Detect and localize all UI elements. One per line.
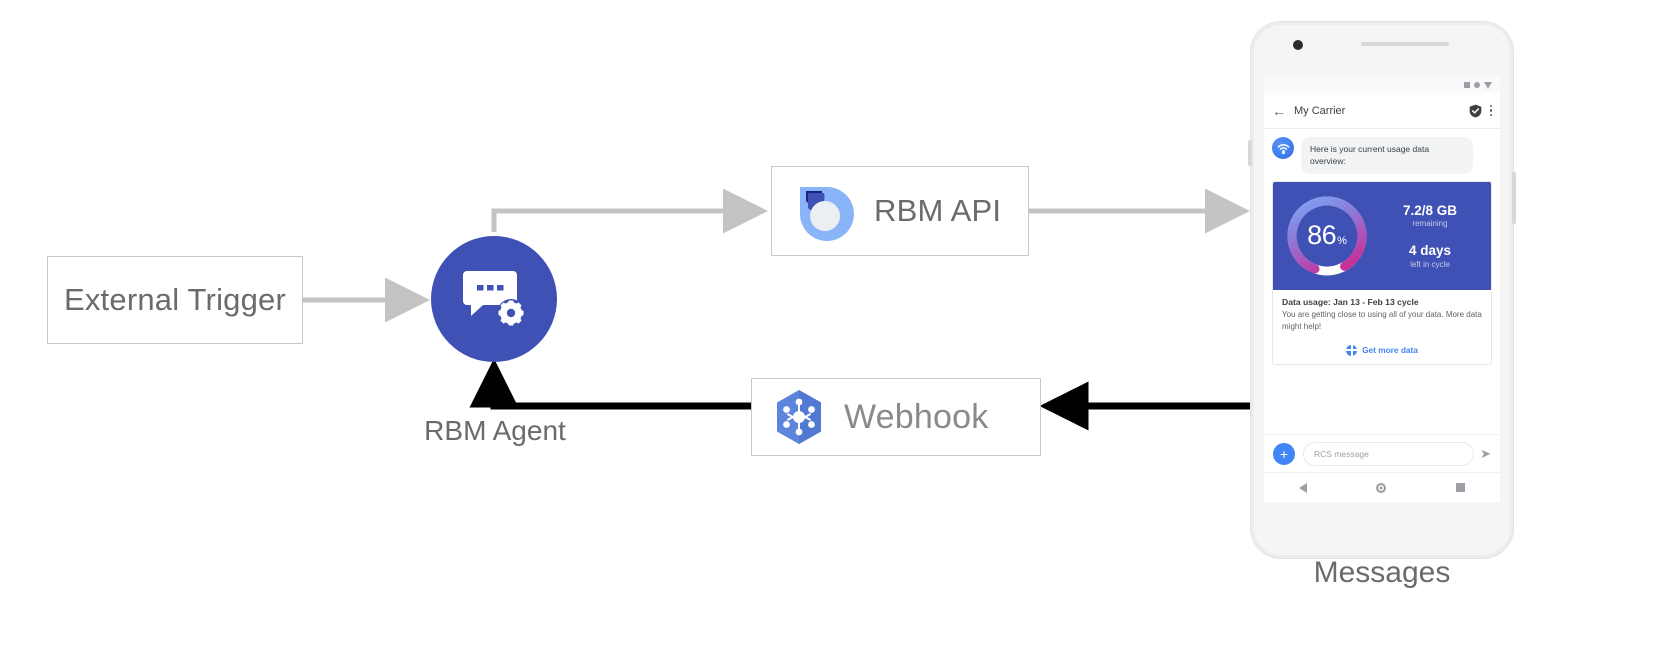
message-bubble: Here is your current usage data overview… [1301, 137, 1473, 174]
stat-secondary-value: 4 days [1408, 243, 1452, 259]
app-bar: ← My Carrier [1264, 93, 1500, 129]
external-trigger-label: External Trigger [63, 282, 287, 317]
gauge-value-group: 86 % [1281, 190, 1373, 282]
add-attachment-button[interactable]: + [1273, 442, 1295, 465]
carrier-signal-icon [1272, 137, 1294, 159]
circle-icon [1474, 82, 1480, 88]
back-arrow-icon[interactable]: ← [1272, 102, 1286, 119]
message-row: Here is your current usage data overview… [1272, 137, 1492, 174]
node-webhook[interactable]: Webhook [751, 378, 1041, 456]
conversation-panel: Here is your current usage data overview… [1264, 129, 1500, 464]
globe-icon [1346, 344, 1358, 356]
send-icon[interactable]: ➤ [1480, 445, 1491, 461]
message-input[interactable]: RCS message [1303, 441, 1475, 466]
device-phone: ← My Carrier [1248, 22, 1516, 558]
rbm-api-logo-icon [800, 186, 854, 241]
rich-card-description: You are getting close to using all of yo… [1282, 309, 1482, 331]
messages-caption: Messages [1313, 556, 1451, 589]
rich-card-body: Data usage: Jan 13 - Feb 13 cycle You ar… [1273, 290, 1491, 338]
gauge-value: 86 [1307, 220, 1337, 251]
rbm-agent-label: RBM Agent [424, 415, 566, 446]
back-triangle-icon[interactable] [1298, 482, 1307, 493]
rich-card[interactable]: 86 % 7.2/8 GB remaining 4 days left in c… [1272, 180, 1492, 365]
rich-card-title: Data usage: Jan 13 - Feb 13 cycle [1282, 296, 1419, 307]
stat-secondary-caption: left in cycle [1410, 259, 1450, 269]
phone-volume-button[interactable] [1512, 172, 1516, 224]
usage-gauge: 86 % [1281, 190, 1373, 282]
phone-sensor-icon [1361, 42, 1449, 46]
android-nav-bar [1264, 472, 1500, 502]
triangle-down-icon [1484, 81, 1492, 89]
node-external-trigger[interactable]: External Trigger [47, 256, 303, 344]
hero-stats: 7.2/8 GB remaining 4 days left in cycle [1373, 203, 1487, 269]
message-input-placeholder: RCS message [1314, 448, 1369, 459]
phone-power-button[interactable] [1248, 140, 1252, 166]
chat-gear-icon [463, 271, 525, 327]
webhook-hex-icon [777, 390, 821, 444]
plus-icon: + [1279, 445, 1289, 462]
square-icon [1464, 82, 1470, 88]
get-more-data-label: Get more data [1362, 345, 1418, 356]
home-circle-icon[interactable] [1376, 482, 1387, 493]
stat-primary-caption: remaining [1412, 219, 1448, 229]
recents-square-icon[interactable] [1456, 483, 1466, 492]
gauge-unit: % [1337, 234, 1347, 247]
phone-camera-icon [1293, 40, 1303, 50]
webhook-label: Webhook [844, 397, 989, 436]
message-composer: + RCS message ➤ [1264, 434, 1500, 472]
app-bar-title: My Carrier [1294, 104, 1346, 117]
rich-card-hero: 86 % 7.2/8 GB remaining 4 days left in c… [1273, 181, 1491, 290]
edge-webhook-to-agent [469, 358, 751, 410]
more-vertical-icon[interactable] [1489, 104, 1492, 117]
status-bar [1264, 77, 1500, 93]
get-more-data-button[interactable]: Get more data [1273, 338, 1491, 364]
rbm-api-label: RBM API [874, 193, 1002, 228]
node-rbm-api[interactable]: RBM API [771, 166, 1029, 256]
stat-primary-value: 7.2/8 GB [1402, 202, 1458, 218]
phone-screen: ← My Carrier [1264, 77, 1500, 502]
edge-agent-to-api [491, 188, 768, 234]
verified-shield-icon[interactable] [1469, 104, 1482, 118]
node-rbm-agent[interactable] [431, 236, 557, 362]
